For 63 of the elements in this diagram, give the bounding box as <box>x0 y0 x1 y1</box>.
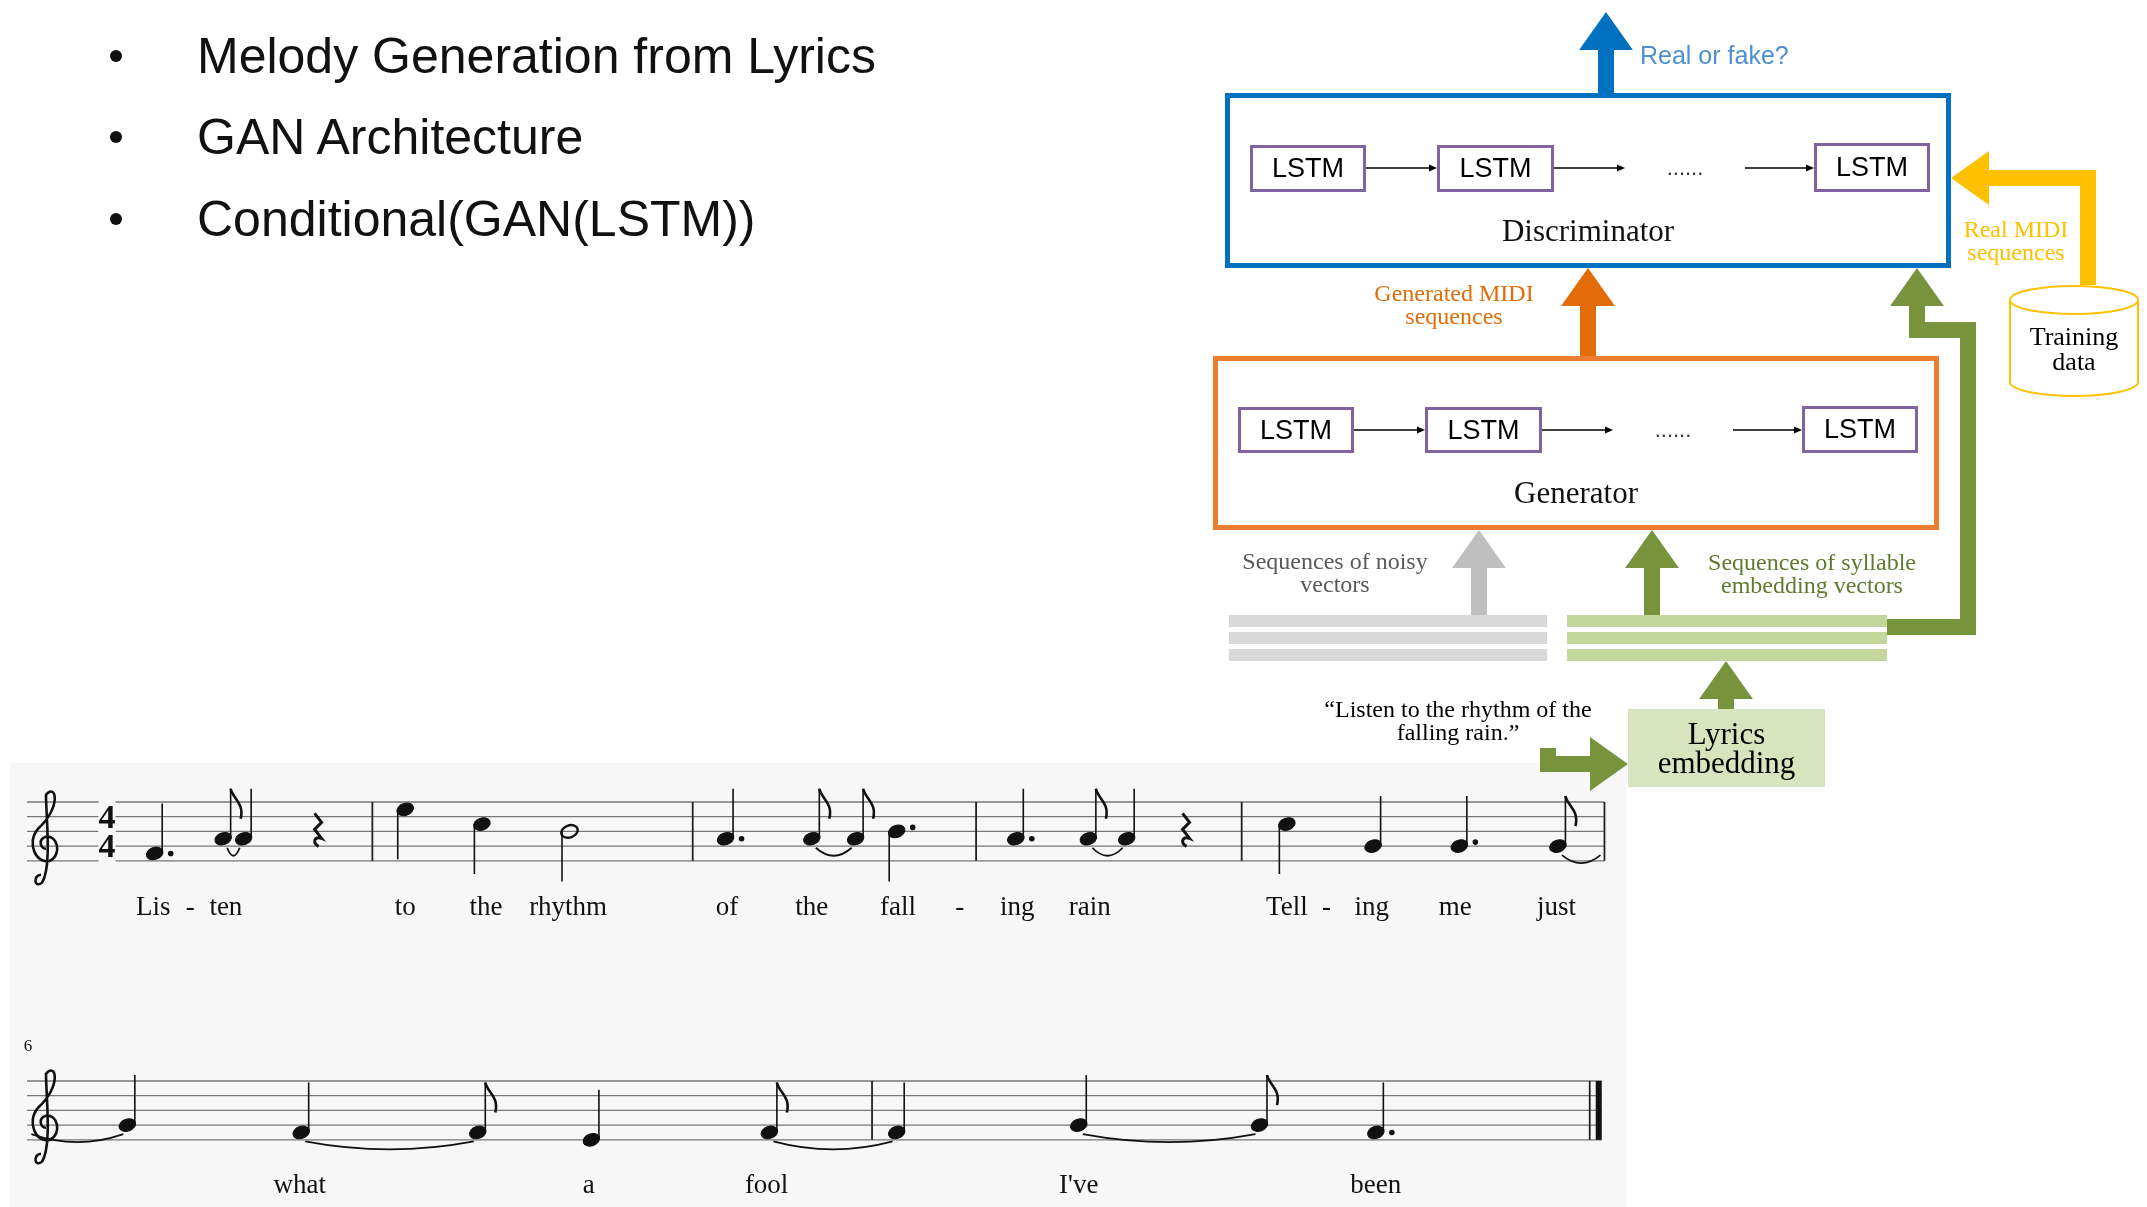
lyric-syllable: me <box>1438 892 1472 920</box>
ellipsis: ...... <box>1625 147 1745 189</box>
embedding-box: Lyrics embedding <box>1628 709 1825 787</box>
edge-label: Real MIDI sequences <box>1962 218 2070 264</box>
heading-text: GAN Architecture <box>197 112 584 162</box>
lyric-syllable: - <box>185 892 195 920</box>
arrow <box>1578 12 1634 93</box>
arrow <box>1451 530 1507 615</box>
arrow <box>1887 268 1976 635</box>
lyric-syllable: of <box>715 892 739 920</box>
lstm-box: LSTM <box>1814 143 1930 192</box>
panel-title: Discriminator <box>1501 213 1675 249</box>
lyric-syllable: ten <box>209 892 243 920</box>
arrow <box>1540 736 1628 792</box>
heading-text: Conditional(GAN(LSTM)) <box>197 194 756 244</box>
database-cylinder: Training data <box>2008 285 2140 397</box>
module-box <box>1213 356 1939 530</box>
arrow <box>1698 661 1754 709</box>
arrow <box>1951 150 2096 285</box>
lyric-syllable: the <box>469 892 503 920</box>
arrow <box>1560 268 1616 356</box>
arrow <box>1553 164 1626 172</box>
lstm-box: LSTM <box>1437 145 1554 192</box>
heading-text: Melody Generation from Lyrics <box>197 31 876 81</box>
arrow <box>1365 164 1438 172</box>
arrow <box>1353 426 1426 434</box>
lyric-syllable: been <box>1350 1170 1402 1198</box>
panel-title: Generator <box>1514 475 1638 511</box>
lyric-syllable: I've <box>1059 1170 1099 1198</box>
module-box <box>1225 93 1951 268</box>
lyric-syllable: Lis <box>136 892 171 920</box>
edge-label: Real or fake? <box>1640 44 1789 68</box>
lyric-syllable: just <box>1537 892 1577 920</box>
lyric-syllable: rain <box>1068 892 1111 920</box>
lstm-box: LSTM <box>1250 145 1366 192</box>
lyric-syllable: - <box>1322 892 1332 920</box>
vector-stripes <box>1567 615 1887 661</box>
arrow <box>1624 530 1680 615</box>
lyric-syllable: fool <box>744 1170 789 1198</box>
edge-label: Sequences of noisy vectors <box>1241 550 1429 596</box>
arrow <box>1732 426 1803 434</box>
lyric-syllable: ing <box>999 892 1035 920</box>
time-signature: 4 <box>98 829 116 863</box>
arrow <box>1744 164 1815 172</box>
edge-label: Sequences of syllable embedding vectors <box>1707 551 1917 597</box>
edge-label: Generated MIDI sequences <box>1373 282 1535 328</box>
lstm-box: LSTM <box>1425 407 1542 453</box>
lstm-box: LSTM <box>1802 406 1918 453</box>
lyric-syllable: a <box>582 1170 595 1198</box>
lyric-syllable: Tell <box>1266 892 1308 920</box>
vector-stripes <box>1229 615 1547 661</box>
lyric-syllable: the <box>795 892 829 920</box>
lstm-box: LSTM <box>1238 407 1354 453</box>
lyric-syllable: ing <box>1354 892 1389 920</box>
measure-number: 6 <box>23 1036 33 1054</box>
ellipsis: ...... <box>1613 409 1733 451</box>
lyric-syllable: fall <box>880 892 917 920</box>
lyric-syllable: rhythm <box>529 892 608 920</box>
arrow <box>1541 426 1614 434</box>
lyric-syllable: - <box>955 892 965 920</box>
quote-text: “Listen to the rhythm of the falling rain.” <box>1300 698 1616 748</box>
lyric-syllable: what <box>273 1170 327 1198</box>
lyric-syllable: to <box>394 892 416 920</box>
